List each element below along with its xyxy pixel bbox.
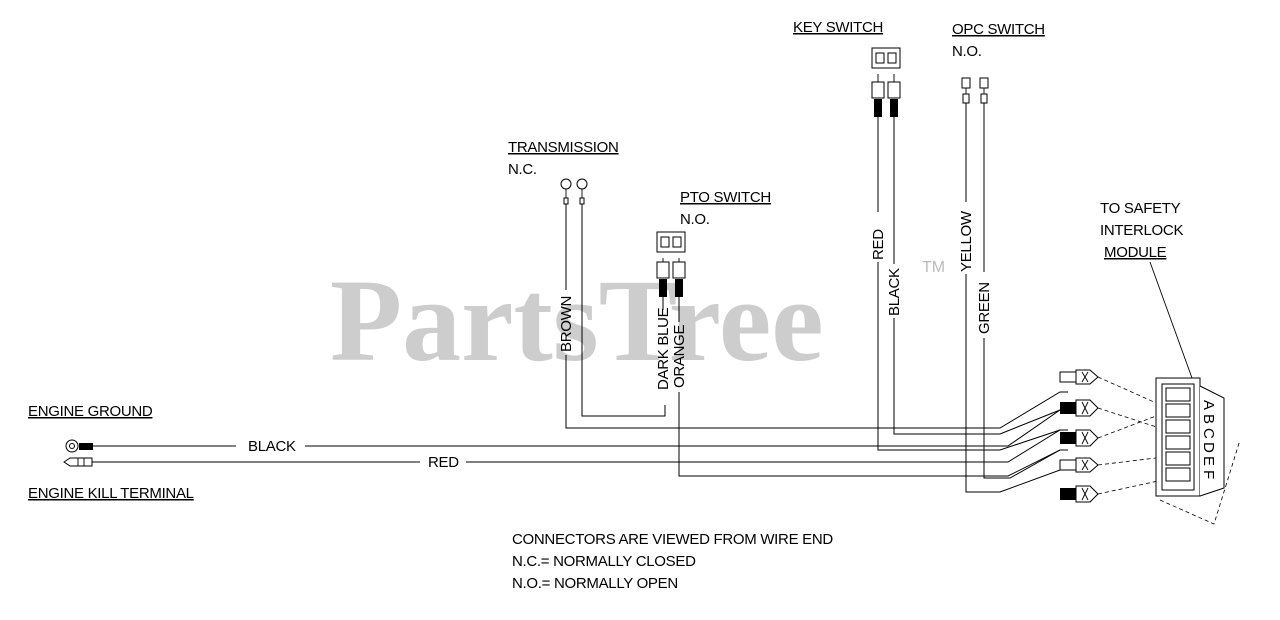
terminal-3 <box>1060 429 1099 447</box>
wire-label-yellow: YELLOW <box>958 210 975 272</box>
label-opc-switch: OPC SWITCH <box>952 21 1045 38</box>
opc-switch-terminals <box>961 77 989 104</box>
label-safety-module-2: INTERLOCK <box>1100 222 1183 239</box>
wire-orange <box>678 297 1068 477</box>
key-switch-connector <box>871 47 901 117</box>
safety-module-leader <box>1149 261 1193 379</box>
wire-red-kill <box>92 429 1068 463</box>
pin-e: E <box>1200 456 1217 466</box>
label-transmission-state: N.C. <box>508 161 537 178</box>
pto-switch-connector <box>656 231 686 297</box>
note-line-1: CONNECTORS ARE VIEWED FROM WIRE END <box>512 531 833 548</box>
label-safety-module-1: TO SAFETY <box>1100 200 1181 217</box>
note-line-3: N.O.= NORMALLY OPEN <box>512 575 678 592</box>
wire-red-key <box>877 117 1061 451</box>
wire-brown-b <box>581 204 666 417</box>
pin-f: F <box>1200 470 1217 479</box>
wire-label-orange: ORANGE <box>671 324 688 388</box>
safety-interlock-module-connector <box>1155 377 1225 497</box>
terminal-1 <box>1059 369 1099 385</box>
label-engine-ground: ENGINE GROUND <box>28 403 153 420</box>
pin-d: D <box>1200 442 1217 453</box>
watermark: PartsTree <box>330 255 824 386</box>
label-engine-kill-terminal: ENGINE KILL TERMINAL <box>28 485 194 502</box>
label-safety-module-3: MODULE <box>1104 244 1167 261</box>
label-key-switch: KEY SWITCH <box>793 19 883 36</box>
terminal-5 <box>1060 485 1099 503</box>
wire-label-red-kill: RED <box>428 454 459 471</box>
wire-black-key <box>893 117 1061 435</box>
pin-b: B <box>1200 414 1217 424</box>
wire-label-black-ground: BLACK <box>248 438 296 455</box>
pin-a: A <box>1200 400 1217 410</box>
note-line-2: N.C.= NORMALLY CLOSED <box>512 553 696 570</box>
terminal-connectors <box>1059 369 1099 503</box>
engine-kill-terminal <box>63 457 93 467</box>
label-transmission: TRANSMISSION <box>508 139 619 156</box>
module-pin-letters: A B C D E F <box>1200 400 1217 479</box>
wire-green <box>983 103 1061 479</box>
wire-label-red-key: RED <box>870 229 887 260</box>
transmission-switch-terminals <box>560 178 588 205</box>
wire-label-dark-blue: DARK BLUE <box>655 307 672 390</box>
pin-c: C <box>1200 428 1217 439</box>
label-opc-state: N.O. <box>952 43 982 60</box>
wire-brown-a <box>565 204 1068 429</box>
terminal-2 <box>1060 399 1099 417</box>
terminal-4 <box>1059 457 1099 473</box>
wire-label-brown: BROWN <box>558 296 575 352</box>
label-pto-switch: PTO SWITCH <box>680 189 771 206</box>
label-pto-state: N.O. <box>680 211 710 228</box>
watermark-tm: TM <box>922 259 945 276</box>
wire-label-black-key: BLACK <box>886 268 903 316</box>
wire-label-green: GREEN <box>976 282 993 334</box>
engine-ground-terminal <box>65 439 93 453</box>
